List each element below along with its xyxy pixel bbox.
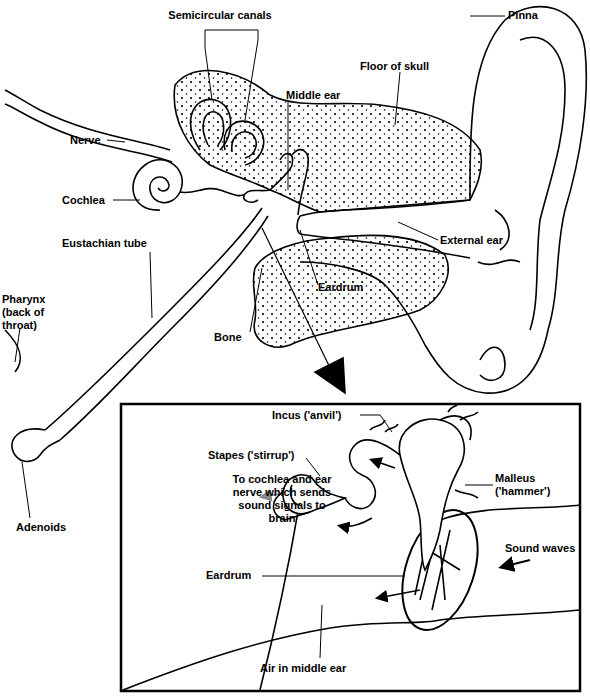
part-label: Malleus ('hammer') (495, 472, 565, 498)
part-label: Nerve (70, 134, 115, 147)
part-label: Pinna (508, 9, 558, 22)
part-label: Sound waves (505, 542, 580, 555)
part-label: Bone (214, 331, 254, 344)
part-label: Stapes ('stirrup') (208, 449, 308, 462)
part-label: Eustachian tube (62, 237, 162, 250)
leader-lines (15, 16, 505, 658)
part-label: External ear (440, 234, 520, 247)
part-label: Semicircular canals (165, 9, 275, 22)
part-label: Air in middle ear (260, 662, 380, 675)
part-label: Pharynx (back of throat) (2, 293, 74, 332)
part-label: To cochlea and ear nerve which sends sou… (232, 473, 332, 525)
part-label: Incus ('anvil') (272, 409, 367, 422)
part-label: Eardrum (206, 569, 266, 582)
part-label: Cochlea (62, 194, 117, 207)
ear-drawing (5, 7, 586, 691)
part-label: Eardrum (318, 281, 378, 294)
part-label: Middle ear (286, 89, 366, 102)
part-label: Floor of skull (360, 60, 450, 73)
part-label: Adenoids (16, 521, 81, 534)
